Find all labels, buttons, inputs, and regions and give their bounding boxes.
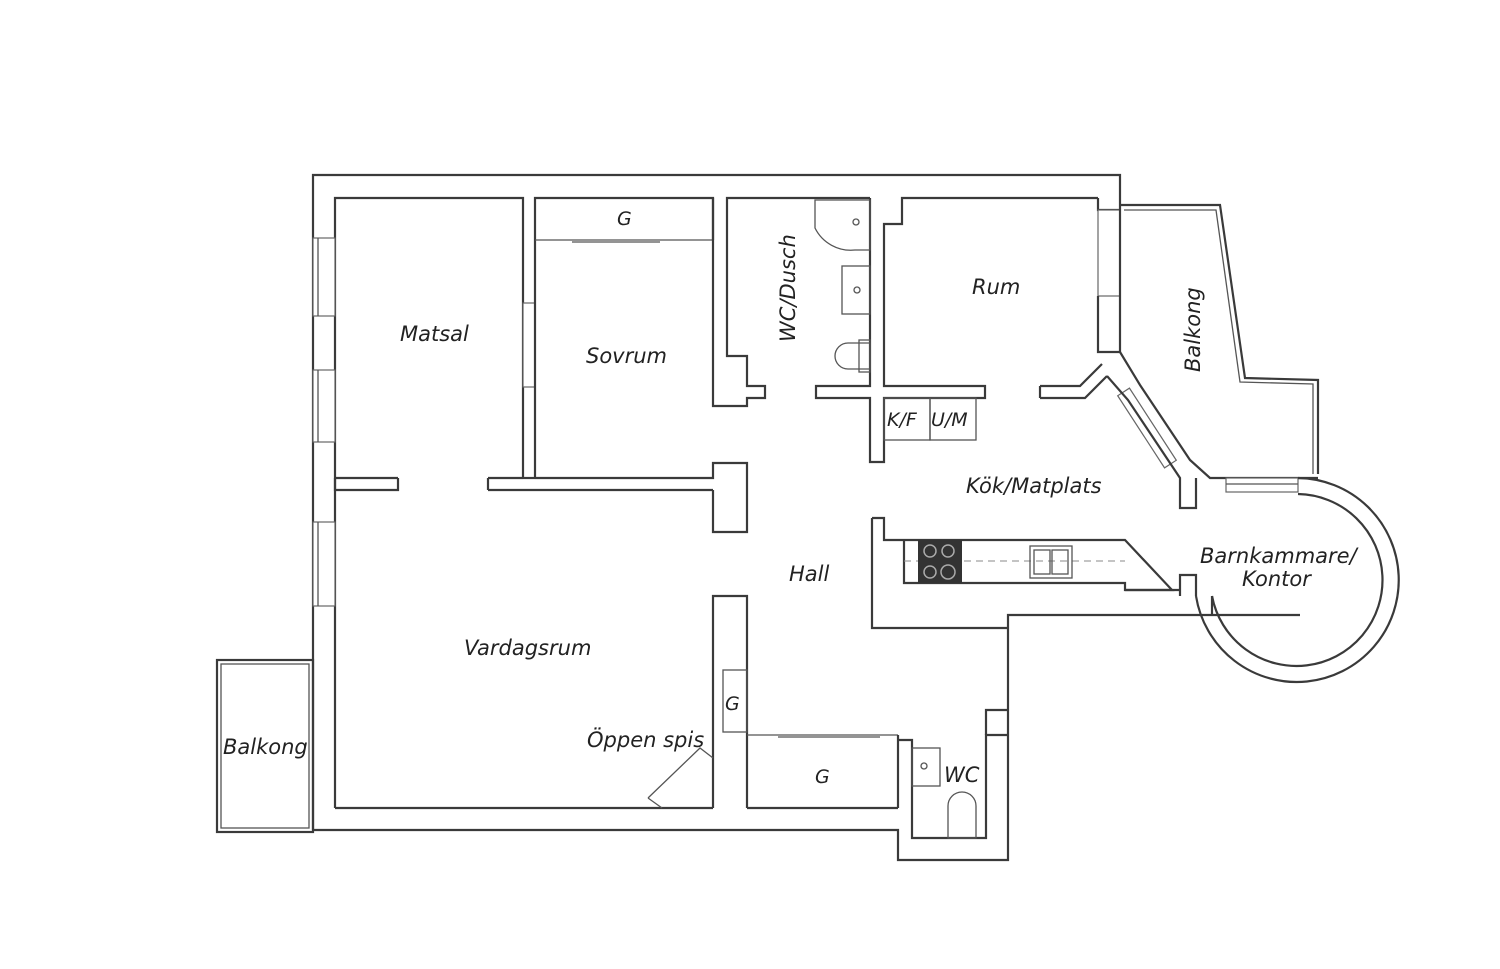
closet-label-hall: G (725, 693, 740, 715)
room-label-kok: Kök/Matplats (966, 474, 1102, 498)
room-label-wc: WC (944, 763, 980, 787)
room-labels: Matsal Sovrum G WC/Dusch Rum Balkong K/F… (223, 208, 1359, 788)
label-kf: K/F (887, 409, 918, 431)
closet-label-sovrum: G (617, 208, 632, 230)
hall-walls (335, 594, 1008, 840)
kitchen-sink (1029, 545, 1073, 579)
room-label-vardagsrum: Vardagsrum (464, 636, 591, 660)
closet-label-bottom: G (815, 766, 830, 788)
bathroom-rum-walls (711, 196, 1122, 464)
left-balcony-outline (215, 658, 315, 834)
room-label-matsal: Matsal (400, 322, 469, 346)
room-label-balkong-right: Balkong (1181, 287, 1205, 372)
matsal-sovrum-walls (333, 196, 749, 534)
stove (918, 540, 962, 583)
room-label-sovrum: Sovrum (586, 344, 667, 368)
right-balcony (1116, 203, 1320, 480)
room-label-kontor: Kontor (1242, 567, 1312, 591)
room-label-hall: Hall (789, 562, 829, 586)
room-label-balkong-left: Balkong (223, 735, 308, 759)
bath-sink (841, 265, 871, 315)
wc-toilet (947, 791, 977, 839)
room-label-wc-dusch: WC/Dusch (776, 234, 800, 342)
kitchen-diagonal-walls (1106, 375, 1299, 510)
shower (814, 199, 871, 251)
room-label-rum: Rum (972, 275, 1020, 299)
kitchen-counter (870, 516, 1180, 630)
um-unit (929, 397, 977, 441)
room-label-barnkammare: Barnkammare/ (1200, 544, 1359, 568)
hall-closet (722, 669, 748, 733)
wc-sink (911, 747, 941, 787)
label-um: U/M (931, 409, 968, 431)
left-windows (312, 237, 336, 607)
outer-walls (215, 173, 1300, 862)
label-oppen-spis: Öppen spis (587, 727, 704, 752)
round-room (1178, 476, 1400, 684)
bath-toilet (834, 342, 871, 370)
